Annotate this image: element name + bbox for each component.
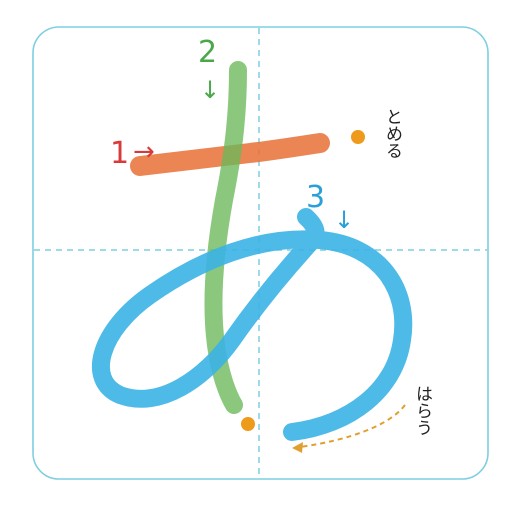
stroke-1-arrow: → — [133, 137, 155, 167]
harau-label: はらう — [412, 385, 432, 436]
stroke-3-arrow: ↓ — [334, 206, 354, 234]
harau-arrow — [299, 404, 406, 448]
stroke-2-arrow: ↓ — [200, 76, 220, 104]
stroke-3 — [91, 208, 413, 441]
stroke-1-number: 1 — [110, 136, 129, 171]
tome-label: とめる — [382, 108, 402, 159]
stroke-1 — [130, 133, 330, 176]
stroke-2-number: 2 — [198, 35, 217, 70]
stroke-3-number: 3 — [306, 180, 325, 215]
tome-dot — [351, 130, 365, 144]
end-dot — [241, 417, 255, 431]
harau-arrow-head — [292, 442, 303, 453]
